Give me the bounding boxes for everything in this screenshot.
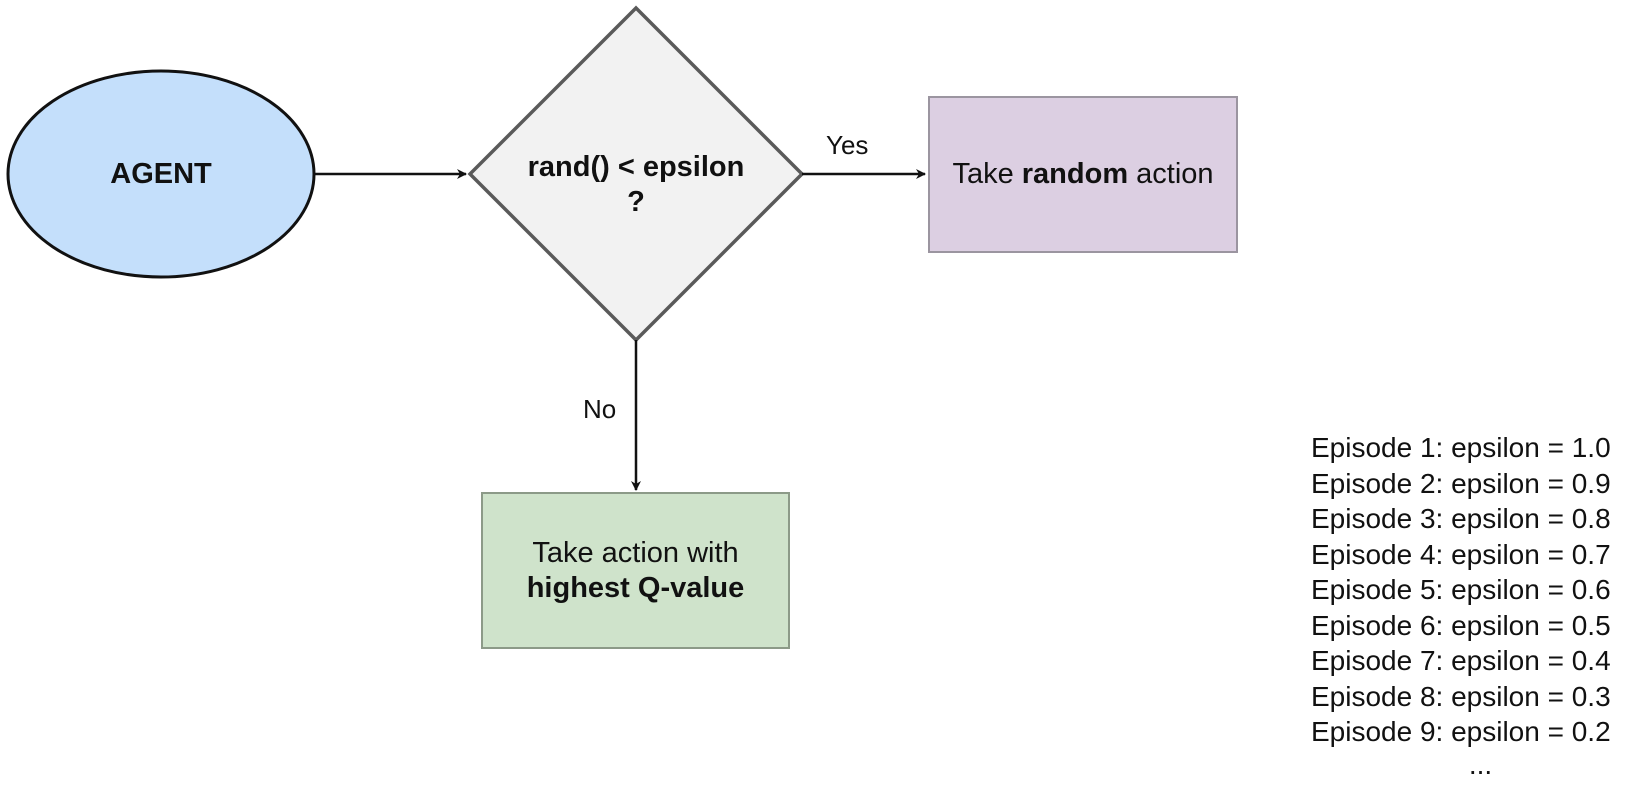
greedy-action-label: Take action with highest Q-value <box>482 493 789 648</box>
random-action-label: Take random action <box>929 97 1237 252</box>
greedy-action-line-2: highest Q-value <box>526 571 745 604</box>
agent-label: AGENT <box>40 140 282 208</box>
random-action-suffix: action <box>1128 158 1214 190</box>
episode-line: Episode 9: epsilon = 0.2 <box>1311 716 1611 747</box>
episode-list-ellipsis: ... <box>1468 748 1493 780</box>
episode-line: Episode 1: epsilon = 1.0 <box>1311 432 1611 463</box>
episode-line: Episode 2: epsilon = 0.9 <box>1311 467 1611 499</box>
episode-line: Episode 5: epsilon = 0.6 <box>1311 574 1611 605</box>
random-action-bold: random <box>1021 158 1129 190</box>
episode-line: Episode 4: epsilon = 0.7 <box>1311 538 1611 570</box>
episode-line: Episode 3: epsilon = 0.8 <box>1311 503 1611 534</box>
random-action-prefix: Take <box>952 158 1022 190</box>
agent-label-text: AGENT <box>110 157 212 190</box>
epsilon-schedule-list: Episode 1: epsilon = 1.0 Episode 2: epsi… <box>1311 430 1650 780</box>
decision-line-2: ? <box>627 186 645 218</box>
no-edge-label: No <box>583 394 617 424</box>
greedy-action-node-shape <box>481 492 790 649</box>
episode-line: Episode 8: epsilon = 0.3 <box>1311 680 1611 712</box>
decision-label: rand() < epsilon ? <box>486 140 786 230</box>
random-action-node-shape <box>928 96 1238 253</box>
episode-line: Episode 6: epsilon = 0.5 <box>1311 609 1611 641</box>
yes-edge-label: Yes <box>826 130 869 160</box>
greedy-action-line-1: Take action with <box>532 536 739 569</box>
episode-line: Episode 7: epsilon = 0.4 <box>1311 645 1611 676</box>
decision-line-1: rand() < epsilon <box>527 151 745 183</box>
